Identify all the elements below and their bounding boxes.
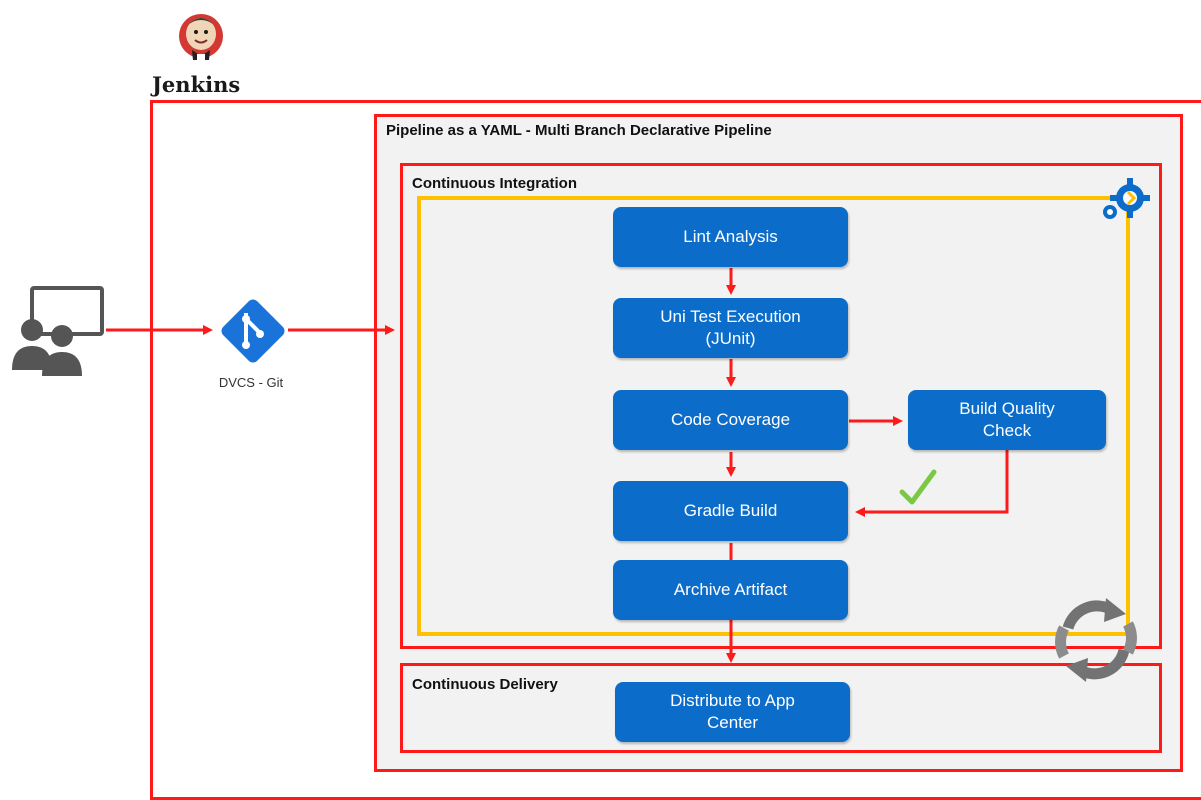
developers-icon bbox=[10, 284, 108, 380]
cycle-icon bbox=[1050, 594, 1142, 686]
step-archive-artifact: Archive Artifact bbox=[613, 560, 848, 620]
ci-loop-frame bbox=[417, 196, 1130, 636]
step-code-coverage: Code Coverage bbox=[613, 390, 848, 450]
step-unit-test-execution: Uni Test Execution (JUnit) bbox=[613, 298, 848, 358]
dvcs-label: DVCS - Git bbox=[218, 375, 284, 390]
jenkins-logo-icon bbox=[175, 8, 231, 70]
step-build-quality-check: Build Quality Check bbox=[908, 390, 1106, 450]
gear-sync-icon bbox=[1100, 176, 1152, 222]
arrow-quality-to-gradle bbox=[855, 450, 1009, 517]
step-gradle-build: Gradle Build bbox=[613, 481, 848, 541]
pipeline-title: Pipeline as a YAML - Multi Branch Declar… bbox=[386, 122, 772, 139]
git-icon bbox=[217, 295, 289, 367]
checkmark-icon bbox=[898, 468, 938, 508]
ci-title: Continuous Integration bbox=[412, 175, 577, 192]
ci-frame bbox=[400, 163, 1162, 649]
step-distribute-app-center: Distribute to App Center bbox=[615, 682, 850, 742]
cd-frame bbox=[400, 663, 1162, 753]
step-lint-analysis: Lint Analysis bbox=[613, 207, 848, 267]
cd-title: Continuous Delivery bbox=[412, 676, 558, 693]
jenkins-title: Jenkins bbox=[152, 72, 241, 97]
